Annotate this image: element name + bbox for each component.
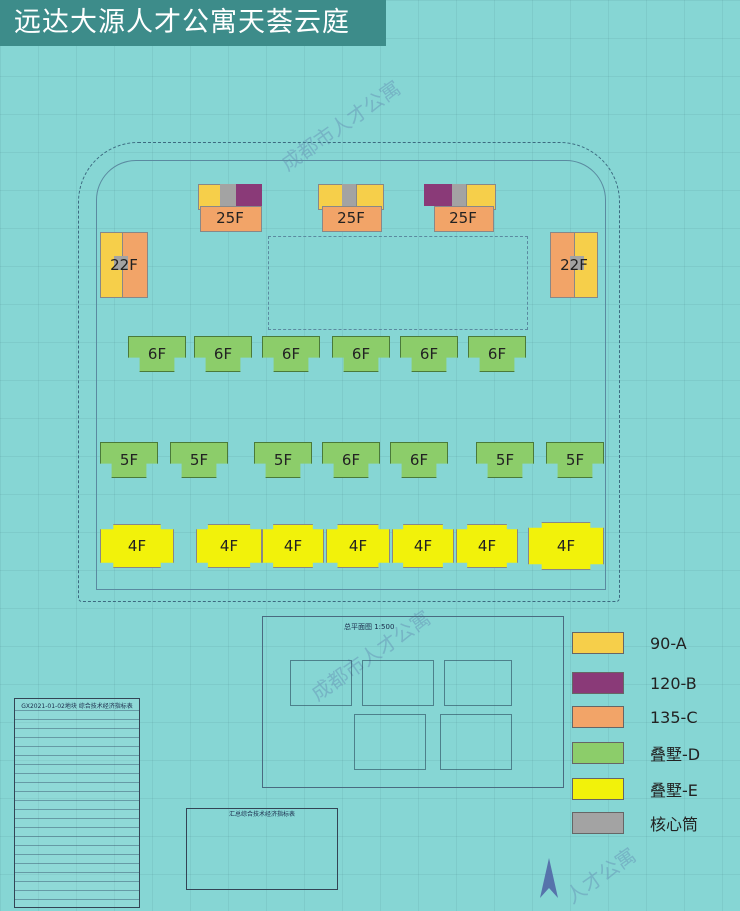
summary-title: 汇总综合技术经济指标表 — [228, 811, 295, 818]
legend-swatch — [572, 812, 624, 834]
unit-plan — [362, 660, 434, 706]
legend-label: 135-C — [650, 707, 698, 727]
villa-e-building: 4F — [262, 524, 324, 568]
legend-swatch — [572, 672, 624, 694]
tower-label: 25F — [449, 209, 477, 227]
villa-e-building: 4F — [196, 524, 262, 568]
central-court — [268, 236, 528, 330]
unit-plan — [440, 714, 512, 770]
unit-plan — [290, 660, 352, 706]
tower-25f-2: 25F — [316, 184, 388, 232]
tower-25f-3: 25F — [424, 184, 500, 232]
legend-swatch — [572, 778, 624, 800]
north-arrow-icon — [540, 858, 558, 898]
tower-label: 22F — [560, 256, 588, 274]
villa-e-building: 4F — [528, 522, 604, 570]
site-inner-boundary — [96, 160, 606, 590]
tower-25f-1: 25F — [196, 184, 268, 232]
villa-e-building: 4F — [392, 524, 454, 568]
site-boundary — [78, 142, 620, 602]
legend-item: 叠墅-D — [572, 742, 732, 764]
legend-swatch — [572, 632, 624, 654]
legend-label: 叠墅-D — [650, 745, 701, 764]
tower-22f-1: 22F — [100, 230, 148, 300]
villa-e-building: 4F — [326, 524, 390, 568]
legend-item: 核心筒 — [572, 812, 732, 834]
summary-table: 汇总综合技术经济指标表 — [186, 808, 338, 890]
legend-item: 135-C — [572, 706, 732, 728]
legend-swatch — [572, 706, 624, 728]
tech-indicator-table: GX2021-01-02地块 综合技术经济指标表 — [14, 698, 140, 908]
legend-label: 90-A — [650, 633, 687, 653]
tower-label: 25F — [216, 209, 244, 227]
villa-e-building: 4F — [100, 524, 174, 568]
plan-label: 总平面图 1:500 — [344, 623, 395, 631]
tower-22f-2: 22F — [550, 230, 598, 300]
legend-label: 120-B — [650, 673, 697, 693]
legend-item: 120-B — [572, 672, 732, 694]
villa-e-building: 4F — [456, 524, 518, 568]
legend-label: 核心筒 — [650, 815, 699, 834]
legend-swatch — [572, 742, 624, 764]
tower-label: 25F — [337, 209, 365, 227]
unit-plan — [444, 660, 512, 706]
legend-item: 叠墅-E — [572, 778, 732, 800]
tower-label: 22F — [110, 256, 138, 274]
unit-plan — [354, 714, 426, 770]
legend-item: 90-A — [572, 632, 732, 654]
floor-plans-area — [262, 616, 564, 788]
legend-label: 叠墅-E — [650, 781, 698, 800]
table-title: GX2021-01-02地块 综合技术经济指标表 — [21, 703, 133, 710]
page-title: 远达大源人才公寓天荟云庭 — [0, 0, 386, 46]
